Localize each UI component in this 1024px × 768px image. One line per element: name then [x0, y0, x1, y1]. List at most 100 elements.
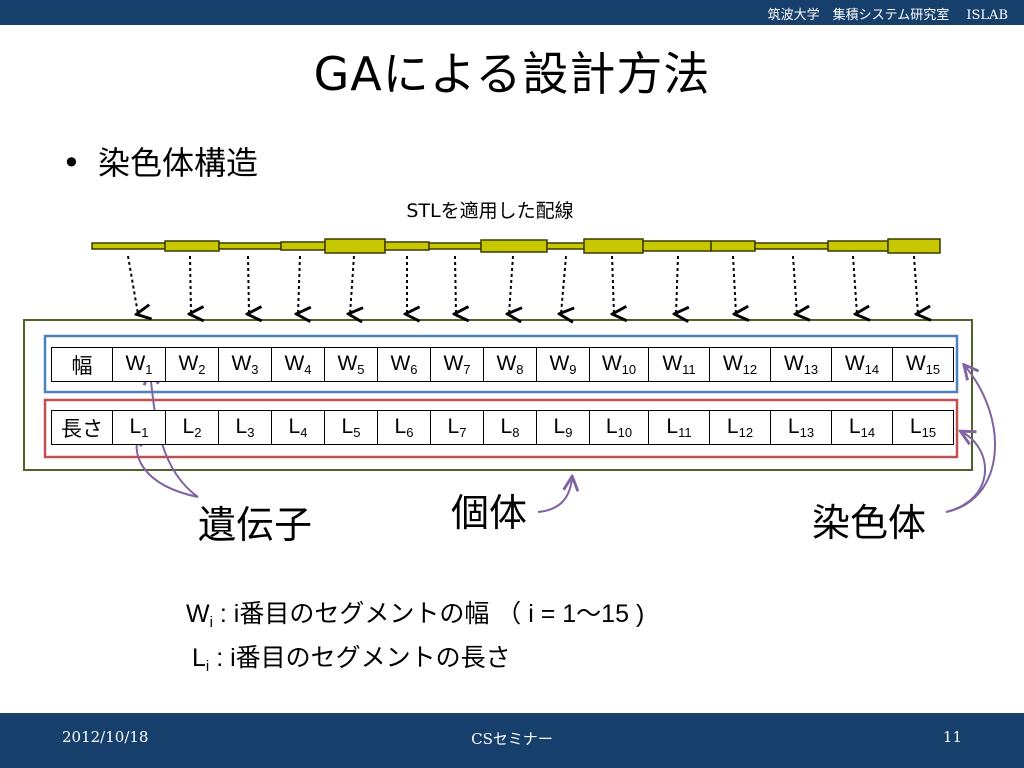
width-gene-cell: W10 [589, 347, 649, 382]
width-gene-cell: W2 [165, 347, 219, 382]
length-gene-letter: L [666, 415, 679, 438]
page-number: 11 [942, 728, 962, 746]
footer-date: 2012/10/18 [62, 728, 149, 746]
width-gene-letter: W [125, 352, 146, 375]
length-gene-letter: L [235, 415, 248, 438]
length-gene-letter: L [553, 415, 566, 438]
length-gene-cell: L7 [430, 410, 484, 445]
length-gene-letter: L [394, 415, 407, 438]
length-gene-cell: L1 [112, 410, 166, 445]
legend-l-prefix: L [192, 644, 206, 672]
wire-segment [384, 241, 430, 251]
wire-segment [710, 240, 756, 252]
wire-segment [164, 240, 220, 252]
segment-arrow [509, 255, 513, 314]
individual-box [23, 319, 973, 471]
segment-arrow [190, 255, 191, 314]
width-gene-letter: W [905, 352, 926, 375]
width-gene-index: 14 [864, 362, 880, 377]
length-gene-index: 14 [860, 425, 876, 440]
length-gene-cell: L6 [377, 410, 431, 445]
length-gene-cell: L12 [709, 410, 771, 445]
footer-title: CSセミナー [471, 730, 553, 748]
length-gene-index: 3 [247, 425, 255, 440]
length-gene-cell: L4 [271, 410, 325, 445]
width-gene-index: 4 [304, 362, 312, 377]
width-gene-cell: W11 [648, 347, 710, 382]
width-gene-cell: W12 [709, 347, 771, 382]
length-gene-cell: L11 [648, 410, 710, 445]
wire-segment [280, 241, 326, 251]
legend-w-sub: i [209, 614, 213, 631]
legend-w-text: : i番目のセグメントの幅 （ i = 1～15 ) [212, 600, 645, 628]
width-row-header: 幅 [51, 347, 113, 382]
width-gene-cell: W6 [377, 347, 431, 382]
width-gene-index: 15 [925, 362, 941, 377]
legend-width: Wi : i番目のセグメントの幅 （ i = 1～15 ) [186, 594, 644, 631]
width-gene-letter: W [844, 352, 865, 375]
individual-arrow [537, 478, 572, 513]
width-gene-cell: W9 [536, 347, 590, 382]
segment-arrow [455, 255, 456, 314]
length-gene-letter: L [288, 415, 301, 438]
length-gene-index: 12 [738, 425, 754, 440]
segment-arrow [852, 255, 857, 314]
segment-arrow [127, 255, 138, 314]
width-gene-letter: W [178, 352, 199, 375]
length-gene-index: 4 [300, 425, 308, 440]
legend-length: Li : i番目のセグメントの長さ [192, 638, 511, 675]
segment-arrow [298, 255, 300, 314]
length-gene-letter: L [787, 415, 800, 438]
header-bar: 筑波大学 集積システム研究室 ISLAB [0, 0, 1024, 25]
width-gene-cell: W1 [112, 347, 166, 382]
length-row-header: 長さ [51, 410, 113, 445]
chromosome-arrow-length [945, 432, 986, 513]
width-gene-letter: W [390, 352, 411, 375]
bullet-dot-icon: • [62, 144, 81, 182]
bullet-label: 染色体構造 [98, 144, 259, 182]
width-gene-letter: W [496, 352, 517, 375]
width-gene-index: 9 [569, 362, 577, 377]
width-gene-cell: W14 [831, 347, 893, 382]
length-gene-cell: L3 [218, 410, 272, 445]
length-gene-index: 7 [459, 425, 467, 440]
length-gene-index: 2 [194, 425, 202, 440]
width-gene-cell: W3 [218, 347, 272, 382]
width-gene-index: 5 [357, 362, 365, 377]
footer-bar: 2012/10/18 CSセミナー 11 [0, 713, 1024, 768]
bullet-item: • 染色体構造 [62, 138, 258, 184]
wire-segment [546, 242, 585, 250]
wire-segment [480, 239, 548, 253]
wire-segment [827, 240, 889, 252]
width-gene-cell: W5 [324, 347, 378, 382]
segment-arrow [612, 255, 614, 314]
legend-l-sub: i [205, 658, 210, 675]
segment-arrow [248, 255, 249, 314]
segment-arrow [676, 255, 678, 314]
length-gene-cell: L10 [589, 410, 649, 445]
length-gene-index: 9 [565, 425, 573, 440]
length-gene-letter: L [182, 415, 195, 438]
segment-arrows [127, 255, 918, 314]
wire-segment [583, 238, 644, 254]
width-gene-letter: W [601, 352, 622, 375]
length-gene-letter: L [500, 415, 513, 438]
length-gene-cell: L15 [892, 410, 954, 445]
width-gene-index: 7 [463, 362, 471, 377]
length-gene-cell: L9 [536, 410, 590, 445]
width-gene-index: 10 [621, 362, 637, 377]
width-gene-index: 11 [682, 362, 696, 377]
segment-arrow [913, 255, 918, 314]
width-gene-index: 1 [145, 362, 153, 377]
length-gene-index: 15 [921, 425, 937, 440]
segment-arrow [561, 255, 566, 314]
width-gene-cell: W7 [430, 347, 484, 382]
length-gene-letter: L [909, 415, 922, 438]
length-gene-cell: L5 [324, 410, 378, 445]
stl-wire [91, 238, 941, 254]
wire-segment [754, 242, 829, 250]
